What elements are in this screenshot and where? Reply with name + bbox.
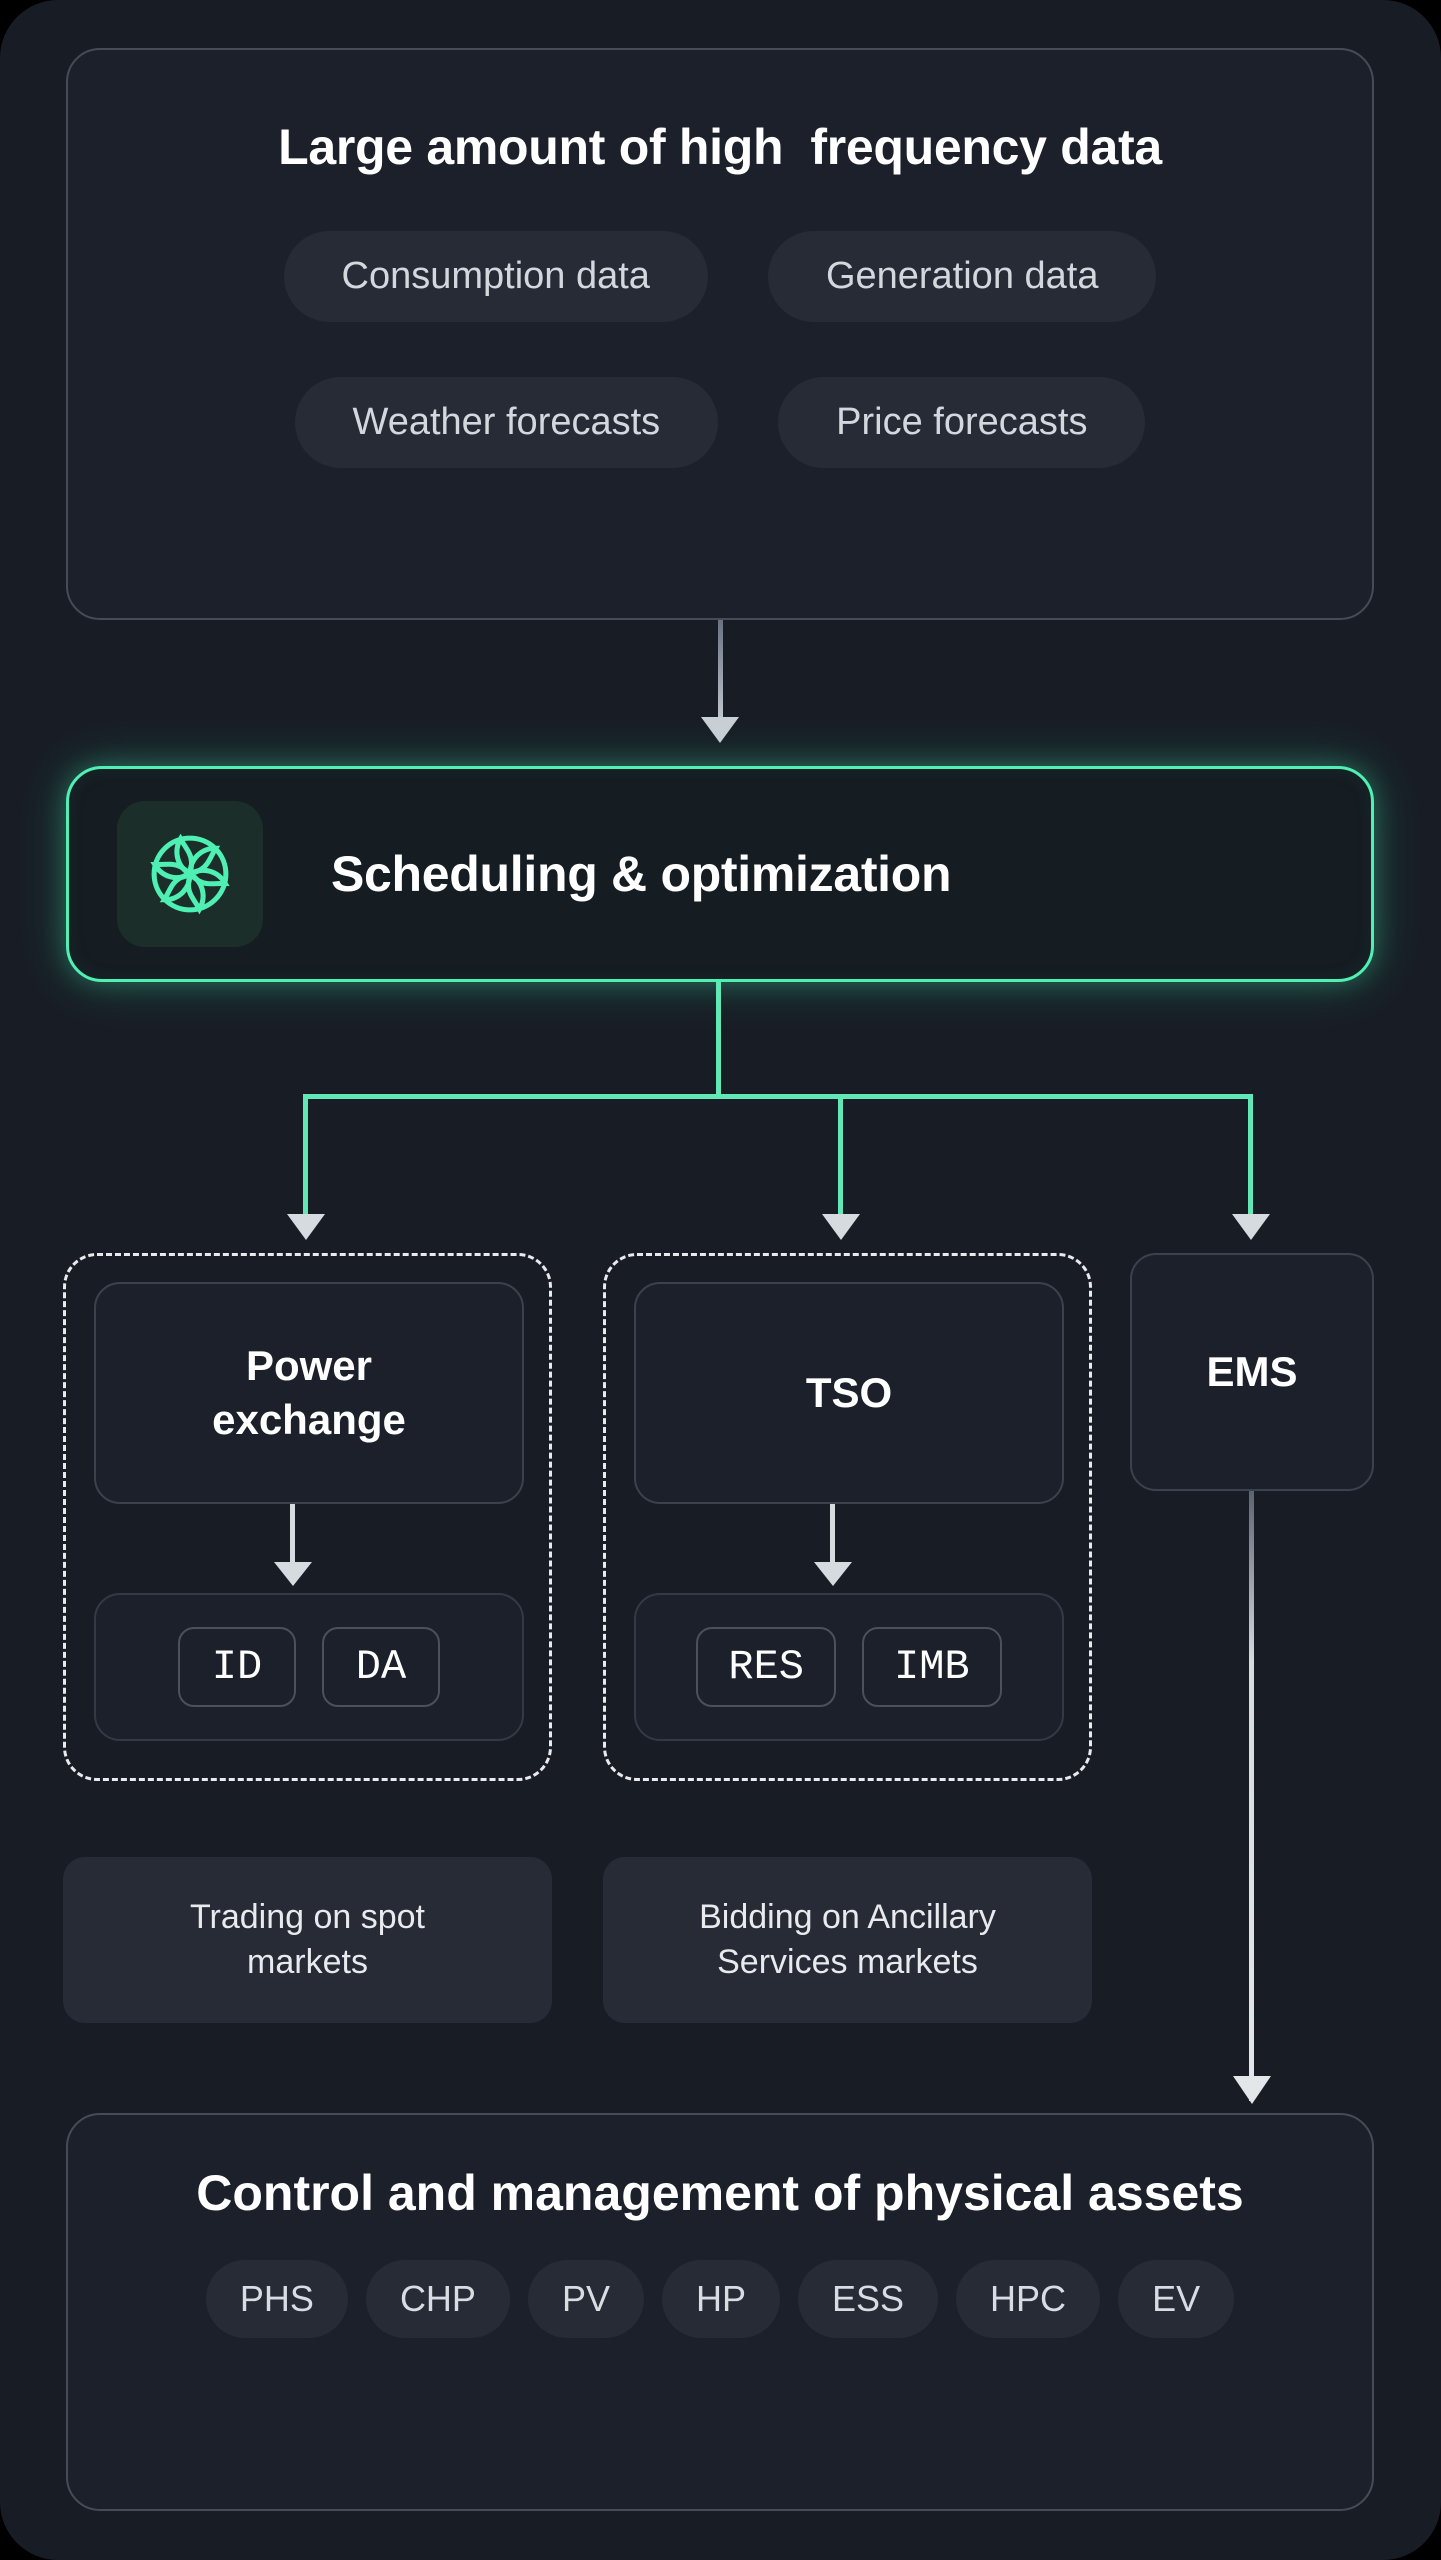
- scheduling-label: Scheduling & optimization: [331, 846, 952, 902]
- connector-drop-tso: [838, 1094, 843, 1226]
- tag-res[interactable]: RES: [696, 1627, 836, 1707]
- arrowhead-tso: [822, 1214, 860, 1240]
- tso-label: TSO: [805, 1369, 893, 1416]
- asset-pill-pv[interactable]: PV: [527, 2260, 644, 2338]
- asset-pill-hpc[interactable]: HPC: [956, 2260, 1101, 2338]
- asset-pill-row: PHS CHP PV HP ESS HPC EV: [205, 2260, 1235, 2338]
- tso-box[interactable]: TSO: [634, 1282, 1064, 1504]
- control-assets-card: Control and management of physical asset…: [66, 2113, 1374, 2511]
- chip-price-forecasts[interactable]: Price forecasts: [778, 377, 1146, 468]
- ems-box[interactable]: EMS: [1130, 1253, 1374, 1491]
- arrowhead-power-exchange-tags: [274, 1562, 312, 1586]
- chip-consumption-data[interactable]: Consumption data: [283, 231, 708, 322]
- connector-data-to-scheduling: [718, 620, 723, 730]
- pinwheel-spiral-glyph: [150, 833, 230, 915]
- arrowhead-ems-to-control: [1233, 2076, 1271, 2104]
- pinwheel-spiral-icon: [117, 801, 263, 947]
- tag-imb[interactable]: IMB: [862, 1627, 1002, 1707]
- arrowhead-ems: [1232, 1214, 1270, 1240]
- data-chip-row-1: Consumption data Generation data: [283, 231, 1157, 322]
- tso-tag-row: RES IMB: [634, 1593, 1064, 1741]
- connector-drop-ems: [1248, 1094, 1253, 1226]
- asset-pill-hp[interactable]: HP: [661, 2260, 780, 2338]
- data-sources-card: Large amount of high frequency data Cons…: [66, 48, 1374, 620]
- connector-drop-power-exchange: [303, 1094, 308, 1226]
- control-assets-title: Control and management of physical asset…: [196, 2165, 1244, 2221]
- tso-group: TSO RES IMB: [603, 1253, 1092, 1781]
- tag-id[interactable]: ID: [178, 1627, 296, 1707]
- connector-tso-to-tags: [830, 1504, 835, 1571]
- data-chip-row-2: Weather forecasts Price forecasts: [294, 377, 1146, 468]
- connector-scheduling-bus: [303, 1094, 1253, 1099]
- arrowhead-tso-tags: [814, 1562, 852, 1586]
- chip-weather-forecasts[interactable]: Weather forecasts: [294, 377, 719, 468]
- chip-generation-data[interactable]: Generation data: [767, 231, 1157, 322]
- data-sources-title: Large amount of high frequency data: [278, 119, 1162, 175]
- ems-label: EMS: [1206, 1348, 1298, 1395]
- connector-power-exchange-to-tags: [290, 1504, 295, 1571]
- connector-ems-to-control: [1249, 1491, 1254, 2101]
- arrowhead-power-exchange: [287, 1214, 325, 1240]
- asset-pill-phs[interactable]: PHS: [205, 2260, 348, 2338]
- connector-scheduling-stem: [716, 982, 721, 1099]
- asset-pill-ev[interactable]: EV: [1118, 2260, 1235, 2338]
- arrowhead-data-to-scheduling: [701, 717, 739, 743]
- tag-da[interactable]: DA: [322, 1627, 440, 1707]
- asset-pill-chp[interactable]: CHP: [365, 2260, 510, 2338]
- power-exchange-tag-row: ID DA: [94, 1593, 524, 1741]
- scheduling-optimization-bar[interactable]: Scheduling & optimization: [66, 766, 1374, 982]
- asset-pill-ess[interactable]: ESS: [798, 2260, 939, 2338]
